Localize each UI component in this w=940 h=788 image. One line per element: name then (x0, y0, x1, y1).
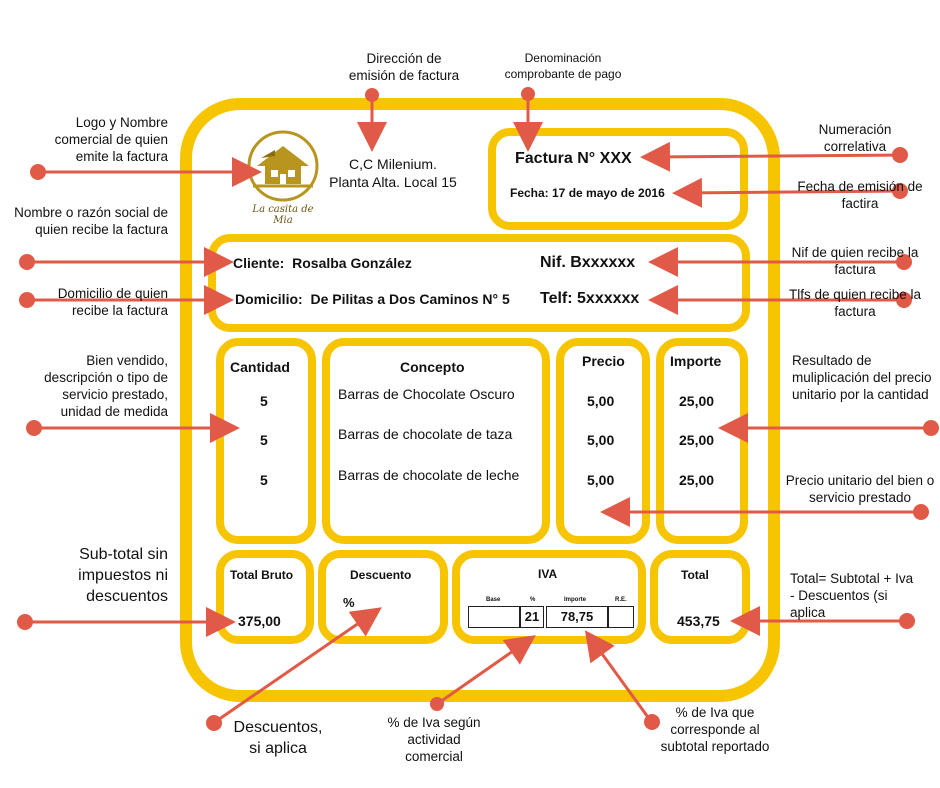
item-amount: 25,00 (679, 472, 715, 488)
ann-subtotal: Sub-total sin impuestos ni descuentos (78, 546, 168, 605)
client-address-row: Domicilio: De Pilitas a Dos Caminos N° 5 (235, 291, 510, 307)
item-amount: 25,00 (679, 432, 715, 448)
client-phone: Telf: 5xxxxxx (540, 290, 640, 307)
dot-fecha (892, 183, 908, 199)
iva-base-cell (468, 606, 520, 628)
item-concept: Barras de chocolate de leche (338, 467, 520, 483)
ann-iva-subtotal: % de Iva que corresponde al subtotal rep… (660, 705, 770, 754)
total-box (650, 550, 750, 644)
ann-bien: Bien vendido, descripción o tipo de serv… (44, 353, 168, 419)
dot-descuentos (206, 715, 222, 731)
iva-importe-cell: 78,75 (546, 606, 608, 628)
ann-denominacion: Denominación comprobante de pago (504, 51, 622, 81)
item-price: 5,00 (587, 472, 615, 488)
client-address-label: Domicilio: (235, 291, 303, 307)
dot-total (899, 613, 915, 629)
iva-box (452, 550, 646, 644)
arrow-descuentos (214, 607, 382, 724)
discount-value: % (343, 595, 355, 610)
invoice-number: Factura N° XXX (515, 150, 632, 167)
ann-precio-unitario: Precio unitario del bien o servicio pres… (785, 473, 935, 505)
dot-domicilio (19, 292, 35, 308)
item-amount: 25,00 (679, 393, 715, 409)
total-bruto-value: 375,00 (238, 613, 281, 629)
dot-nombre (19, 254, 35, 270)
iva-table: Base % Importe R.E. 21 78,75 (468, 597, 636, 631)
ann-nif: Nif de quien recibe la factura (791, 245, 919, 277)
item-concept: Barras de chocolate de taza (338, 426, 513, 442)
price-header: Precio (582, 353, 625, 369)
ann-total: Total= Subtotal + Iva - Descuentos (si a… (790, 571, 914, 620)
total-label: Total (681, 568, 709, 582)
discount-box (318, 550, 448, 644)
dot-bien (26, 420, 42, 436)
client-address-value: De Pilitas a Dos Caminos N° 5 (310, 291, 510, 307)
iva-pct-value: 21 (524, 609, 540, 624)
ann-nombre: Nombre o razón social de quien recibe la… (14, 205, 168, 237)
total-bruto-label: Total Bruto (230, 568, 294, 582)
ann-domicilio: Domicilio de quien recibe la factura (57, 286, 168, 318)
dot-resultado (923, 420, 939, 436)
concept-header: Concepto (400, 359, 465, 375)
dot-iva-actividad (430, 697, 444, 711)
arrow-fecha (672, 177, 899, 208)
ann-descuentos: Descuentos, si aplica (233, 719, 323, 757)
iva-col-importe: Importe (564, 597, 587, 603)
ann-iva-actividad: % de Iva según actividad comercial (387, 715, 481, 764)
issuer-address-line1: C,C Milenium. (349, 156, 437, 172)
iva-label: IVA (538, 567, 558, 581)
iva-col-base: Base (486, 597, 501, 603)
amount-header: Importe (670, 353, 722, 369)
logo-caption: La casita de Mia (252, 204, 314, 226)
dot-iva-subtotal (644, 714, 660, 730)
arrow-numeracion (640, 141, 899, 172)
arrow-iva-actividad (439, 635, 536, 704)
dot-tlfs (896, 292, 912, 308)
ann-fecha: Fecha de emisión de factira (797, 179, 923, 211)
ann-tlfs: Tlfs de quien recibe la factura (788, 287, 922, 319)
quantity-header: Cantidad (230, 359, 290, 375)
ann-resultado: Resultado de muliplicación del precio un… (792, 353, 932, 402)
item-price: 5,00 (587, 393, 615, 409)
invoice-date: Fecha: 17 de mayo de 2016 (510, 186, 665, 200)
concept-column (322, 338, 550, 544)
client-nif: Nif. Bxxxxxx (540, 254, 636, 271)
dot-subtotal (17, 614, 33, 630)
iva-col-pct: % (530, 597, 536, 603)
dot-nif (896, 254, 912, 270)
item-quantity: 5 (260, 393, 268, 409)
dot-precio-unitario (913, 504, 929, 520)
dot-logo (30, 164, 46, 180)
discount-label: Descuento (350, 568, 412, 582)
item-price: 5,00 (587, 432, 615, 448)
item-quantity: 5 (260, 472, 268, 488)
iva-pct-cell: 21 (520, 606, 544, 628)
ann-logo: Logo y Nombre comercial de quien emite l… (54, 115, 168, 164)
dot-numeracion (892, 147, 908, 163)
item-quantity: 5 (260, 432, 268, 448)
client-name: Rosalba González (292, 255, 412, 271)
dot-direccion (365, 88, 379, 102)
arrow-iva-subtotal (584, 630, 652, 721)
iva-importe-value: 78,75 (560, 609, 594, 624)
issuer-address: C,C Milenium. Planta Alta. Local 15 (318, 155, 468, 191)
total-value: 453,75 (677, 613, 720, 629)
ann-numeracion: Numeración correlativa (818, 122, 892, 154)
issuer-address-line2: Planta Alta. Local 15 (329, 174, 457, 190)
iva-col-re: R.E. (615, 597, 627, 603)
client-label: Cliente: (233, 255, 285, 271)
iva-re-cell (608, 606, 634, 628)
client-row: Cliente: Rosalba González (233, 255, 412, 271)
item-concept: Barras de Chocolate Oscuro (338, 386, 515, 402)
dot-denominacion (521, 87, 535, 101)
ann-direccion: Dirección de emisión de factura (348, 51, 460, 83)
